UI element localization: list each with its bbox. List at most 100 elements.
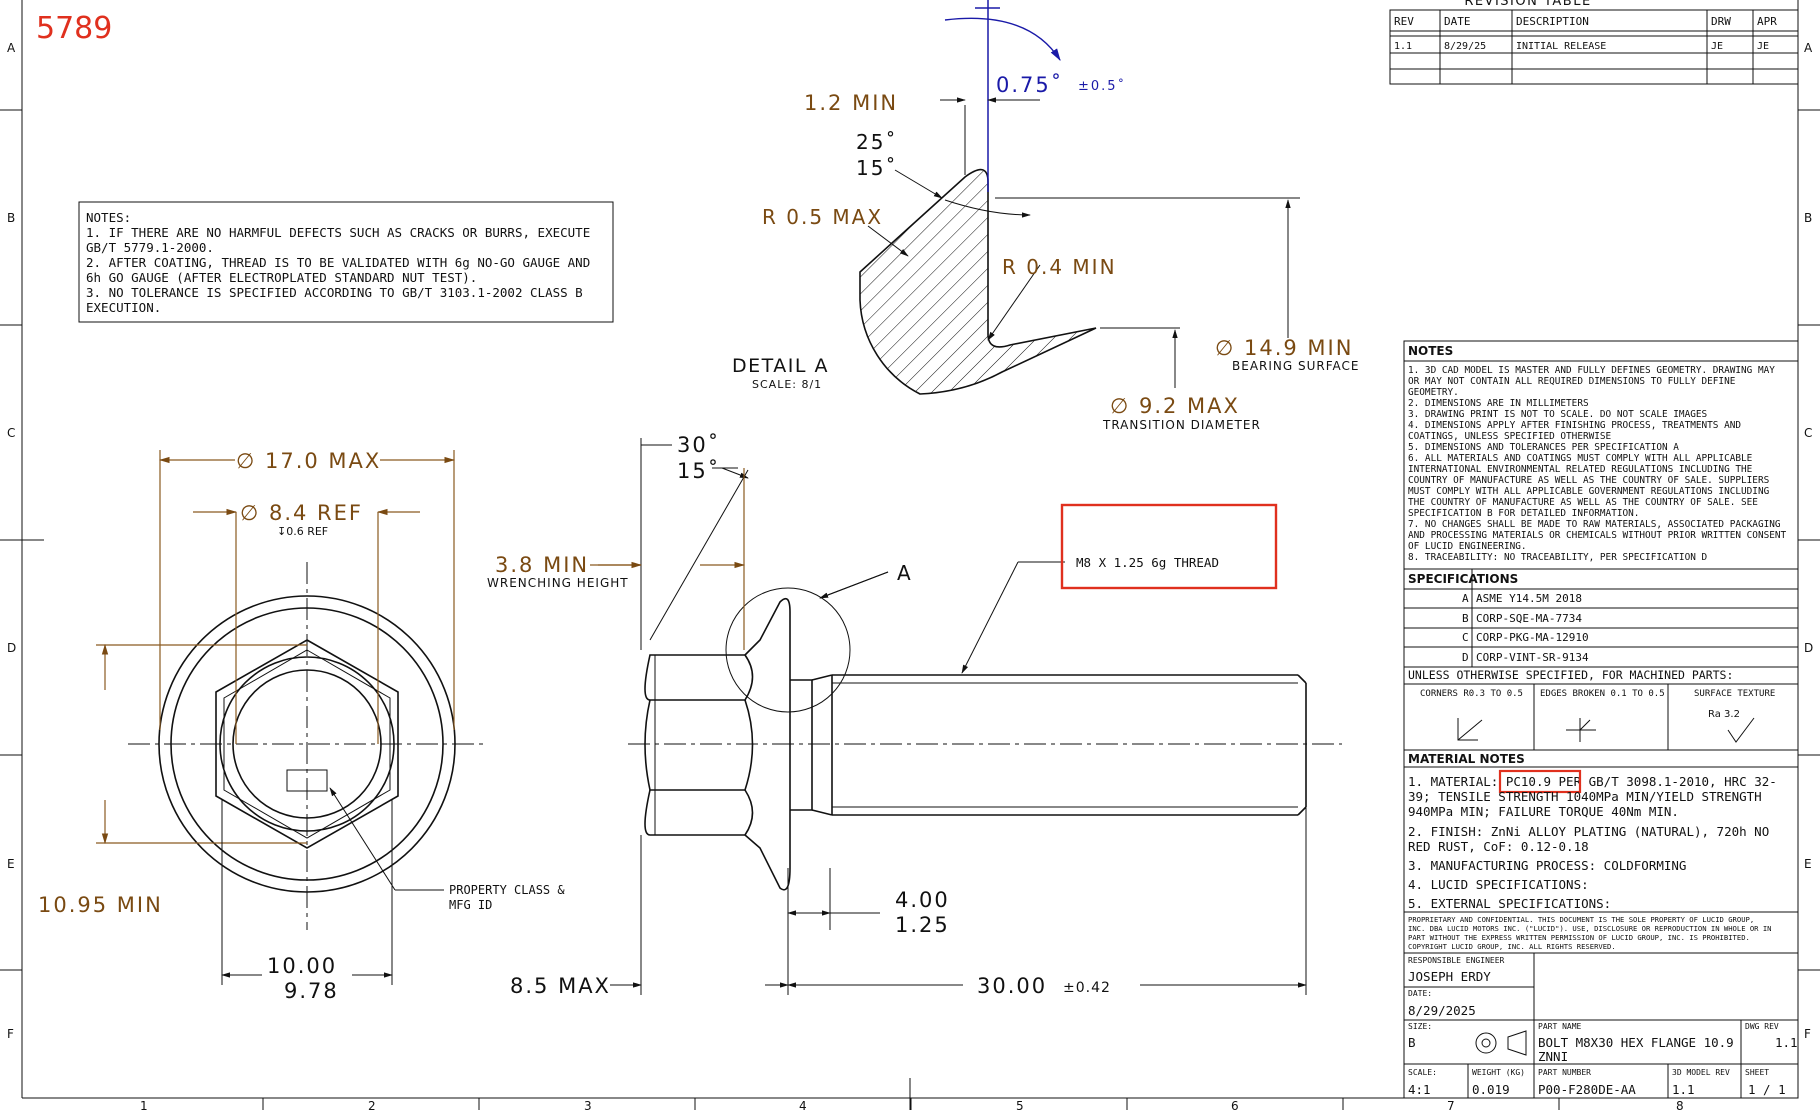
material-line: 940MPa MIN; FAILURE TORQUE 40Nm MIN. — [1408, 804, 1679, 819]
notes-left-line: 1. IF THERE ARE NO HARMFUL DEFECTS SUCH … — [86, 225, 590, 240]
rev-header: DESCRIPTION — [1516, 15, 1589, 28]
material-line: RED RUST, CoF: 0.12-0.18 — [1408, 839, 1589, 854]
size-label: SIZE: — [1408, 1022, 1432, 1031]
specifications-title: SPECIFICATIONS — [1408, 572, 1518, 586]
side-angle-15: 15˚ — [677, 459, 720, 483]
zone-row-label: B — [7, 211, 15, 225]
spec-value: CORP-PKG-MA-12910 — [1476, 631, 1589, 644]
zone-row-label: D — [7, 641, 16, 655]
model-rev-label: 3D MODEL REV — [1672, 1068, 1730, 1077]
rev-header: DRW — [1711, 15, 1731, 28]
spec-value: CORP-SQE-MA-7734 — [1476, 612, 1582, 625]
part-name-label: PART NAME — [1538, 1022, 1582, 1031]
zone-row-label: D — [1804, 641, 1813, 655]
part-number-label: PART NUMBER — [1538, 1068, 1591, 1077]
surface-texture-icon — [1727, 717, 1755, 743]
proprietary-notice: PROPRIETARY AND CONFIDENTIAL. THIS DOCUM… — [1408, 915, 1772, 951]
notes-right-line: 2. DIMENSIONS ARE IN MILLIMETERS — [1408, 398, 1589, 409]
notes-right-title: NOTES — [1408, 344, 1453, 358]
detail-a-view: 1.2 MIN 0.75˚ ±0.5˚ 25˚ 15˚ R 0.5 MAX R … — [732, 0, 1359, 432]
detail-dim-r04-min: R 0.4 MIN — [1002, 255, 1117, 279]
model-rev-value: 1.1 — [1672, 1082, 1695, 1097]
first-angle-projection-icon — [1475, 1032, 1497, 1054]
zone-col-label: 2 — [368, 1099, 376, 1110]
material-grade-highlight — [1498, 769, 1582, 794]
notes-left-line: 2. AFTER COATING, THREAD IS TO BE VALIDA… — [86, 255, 590, 270]
zone-row-label: E — [7, 857, 15, 871]
zone-row-label: E — [1804, 857, 1812, 871]
detail-dim-r05-max: R 0.5 MAX — [762, 205, 883, 229]
detail-dim-d92-sub: TRANSITION DIAMETER — [1102, 418, 1261, 432]
material-line: 5. EXTERNAL SPECIFICATIONS: — [1408, 896, 1611, 911]
side-dim-3-8-min: 3.8 MIN — [495, 553, 589, 577]
notes-right-line: GEOMETRY. — [1408, 387, 1459, 398]
proprietary-line: INC. DBA LUCID MOTORS INC. ("LUCID"). US… — [1408, 924, 1772, 933]
side-angle-30: 30˚ — [677, 433, 720, 457]
sheet-value: 1 / 1 — [1748, 1082, 1786, 1097]
end-dim-d84-sub: ↧0.6 REF — [277, 525, 328, 538]
dwg-rev-value: 1.1 — [1775, 1035, 1798, 1050]
rev-cell: 1.1 — [1394, 41, 1412, 52]
end-view: ∅ 17.0 MAX ∅ 8.4 REF ↧0.6 REF 10.95 MIN … — [38, 449, 565, 1003]
material-line: 4. LUCID SPECIFICATIONS: — [1408, 877, 1589, 892]
weight-label: WEIGHT (KG) — [1472, 1068, 1525, 1077]
side-dim-4-00: 4.00 — [895, 888, 950, 912]
revision-table-title: REVISION TABLE — [1464, 0, 1591, 9]
part-name-value-2: ZNNI — [1538, 1049, 1568, 1064]
notes-right-line: 1. 3D CAD MODEL IS MASTER AND FULLY DEFI… — [1408, 365, 1775, 376]
end-dim-9-78: 9.78 — [284, 979, 339, 1003]
proprietary-line: COPYRIGHT LUCID GROUP, INC. ALL RIGHTS R… — [1408, 942, 1616, 951]
rev-cell: INITIAL RELEASE — [1516, 41, 1606, 52]
title-block: RESPONSIBLE ENGINEER JOSEPH ERDY DATE: 8… — [1408, 956, 1798, 1097]
side-dim-30-00: 30.00 — [977, 974, 1047, 998]
rev-header: APR — [1757, 15, 1777, 28]
proprietary-line: PROPRIETARY AND CONFIDENTIAL. THIS DOCUM… — [1408, 915, 1754, 924]
size-value: B — [1408, 1035, 1416, 1050]
notes-right-line: COUNTRY OF MANUFACTURE AS WELL AS THE CO… — [1408, 475, 1770, 486]
machined-col: SURFACE TEXTURE — [1694, 689, 1775, 699]
material-line: 2. FINISH: ZnNi ALLOY PLATING (NATURAL),… — [1408, 824, 1769, 839]
side-dim-wrench-sub: WRENCHING HEIGHT — [487, 576, 629, 590]
detail-dim-d92-max: ∅ 9.2 MAX — [1110, 394, 1240, 418]
detail-a-scale: SCALE: 8/1 — [752, 378, 822, 391]
material-line-1-post: GB/T 3098.1-2010, HRC 32- — [1581, 774, 1777, 789]
weight-value: 0.019 — [1472, 1082, 1510, 1097]
notes-right-line: AND PROCESSING MATERIALS OR CHEMICALS WI… — [1408, 530, 1787, 541]
end-dim-d84-ref: ∅ 8.4 REF — [240, 501, 363, 525]
rev-header: DATE — [1444, 15, 1471, 28]
detail-angle-tol: ±0.5˚ — [1078, 78, 1126, 94]
notes-left-line: 3. NO TOLERANCE IS SPECIFIED ACCORDING T… — [86, 285, 583, 300]
zone-row-label: B — [1804, 211, 1812, 225]
responsible-engineer-value: JOSEPH ERDY — [1408, 969, 1491, 984]
specifications-table: SPECIFICATIONS A ASME Y14.5M 2018 B CORP… — [1408, 572, 1589, 664]
zone-labels-bottom: 1 2 3 4 5 6 7 8 — [140, 1099, 1684, 1110]
material-line-1-pre: 1. MATERIAL: — [1408, 774, 1506, 789]
zone-row-label: A — [7, 41, 16, 55]
material-line: 39; TENSILE STRENGTH 1040MPa MIN/YIELD S… — [1408, 789, 1762, 804]
corner-radius-icon — [1457, 718, 1483, 741]
rev-cell: JE — [1711, 41, 1723, 52]
zone-labels-left: A B C D E F — [7, 41, 16, 1041]
machined-col: CORNERS R0.3 TO 0.5 — [1420, 689, 1523, 699]
zone-labels-right: A B C D E F — [1804, 41, 1813, 1041]
notes-right-line: 5. DIMENSIONS AND TOLERANCES PER SPECIFI… — [1408, 442, 1679, 453]
detail-a-marker: A — [897, 561, 911, 585]
detail-dim-1-2-min: 1.2 MIN — [804, 91, 898, 115]
property-class-callout: PROPERTY CLASS & — [449, 883, 565, 897]
notes-right-line: 4. DIMENSIONS APPLY AFTER FINISHING PROC… — [1408, 420, 1741, 431]
rev-cell: 8/29/25 — [1444, 41, 1486, 52]
spec-key: B — [1462, 612, 1469, 625]
zone-col-label: 1 — [140, 1099, 148, 1110]
scale-label: SCALE: — [1408, 1068, 1437, 1077]
machined-parts-block: UNLESS OTHERWISE SPECIFIED, FOR MACHINED… — [1408, 668, 1775, 743]
notes-left-title: NOTES: — [86, 210, 131, 225]
notes-right-line: 7. NO CHANGES SHALL BE MADE TO RAW MATER… — [1408, 519, 1781, 530]
end-dim-10-95-min: 10.95 MIN — [38, 893, 163, 917]
notes-right-line: 8. TRACEABILITY: NO TRACEABILITY, PER SP… — [1408, 552, 1707, 563]
side-dim-1-25: 1.25 — [895, 913, 950, 937]
responsible-engineer-label: RESPONSIBLE ENGINEER — [1408, 956, 1505, 965]
side-view: 30˚ 15˚ 3.8 MIN WRENCHING HEIGHT A M8 X … — [487, 433, 1342, 998]
detail-angle-25: 25˚ — [856, 130, 897, 154]
detail-angle-15: 15˚ — [856, 156, 897, 180]
id-label: 5789 — [36, 11, 112, 46]
